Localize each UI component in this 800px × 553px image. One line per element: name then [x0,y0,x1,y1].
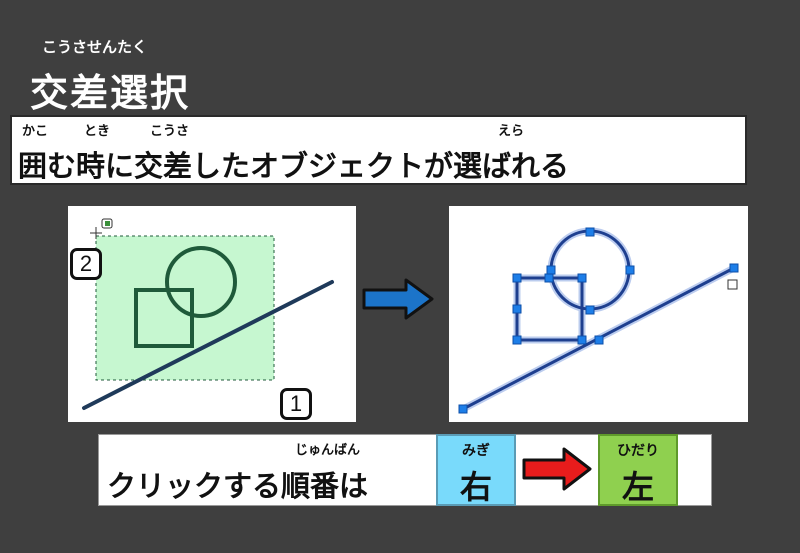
furigana-migi: みぎ [462,443,490,459]
description-text: 囲む時に交差したオブジェクトが選ばれる [18,149,570,183]
click-order-text: クリックする順番は [107,469,369,503]
label-left: 左 [621,468,654,506]
label-right: 右 [459,468,492,506]
furigana-hidari: ひだり [617,443,659,459]
title-furigana: こうさせんたく [42,38,148,56]
blue-arrow-icon [362,278,434,320]
furigana-era: えら [498,124,525,139]
after-canvas [458,227,739,414]
description-box: かこ とき こうさ えら 囲む時に交差したオブジェクトが選ばれる [10,115,747,185]
first-click-right: みぎ 右 [436,434,516,506]
before-canvas [82,218,334,410]
red-arrow-icon [522,447,592,491]
circle-shape [165,246,237,318]
step-badge-2: 2 [70,248,102,280]
before-panel: 2 1 [68,206,356,422]
furigana-kousa: こうさ [150,124,190,139]
second-click-left: ひだり 左 [598,434,678,506]
square-shape [134,288,194,348]
page-title: 交差選択 [30,71,191,115]
furigana-junban: じゅんばん [295,443,361,458]
furigana-kako: かこ [22,124,49,139]
rotate-handle-icon [727,279,738,290]
cursor-icon-inner [105,221,110,226]
selection-handles [458,227,739,414]
line-shape [82,280,334,410]
selected-circle [549,229,631,311]
furigana-toki: とき [84,124,111,139]
selected-square [515,276,584,342]
after-panel [449,206,748,422]
step-badge-1: 1 [280,388,312,420]
